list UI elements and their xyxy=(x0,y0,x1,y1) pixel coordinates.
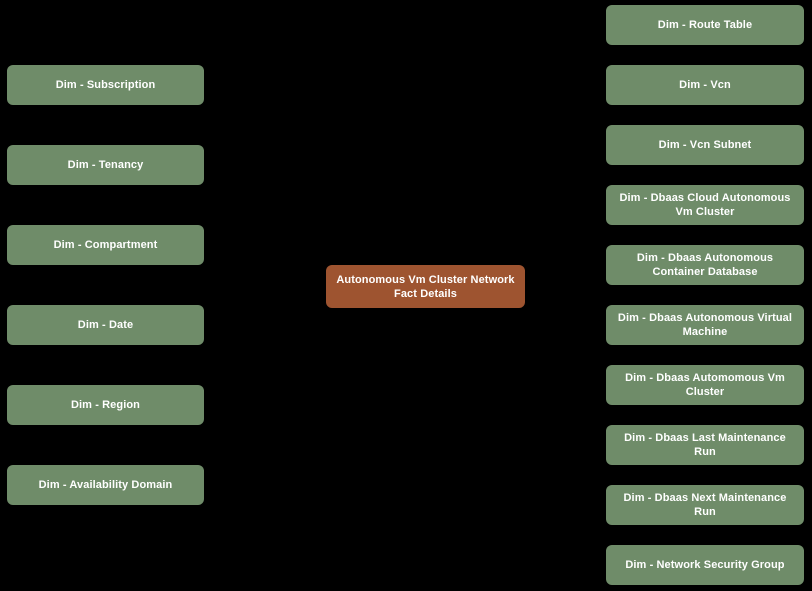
dimension-node-dim-dbaas-last-maintenance-run[interactable]: Dim - Dbaas Last Maintenance Run xyxy=(606,425,804,465)
dimension-node-dim-dbaas-next-maintenance-run[interactable]: Dim - Dbaas Next Maintenance Run xyxy=(606,485,804,525)
dimension-node-dim-availability-domain[interactable]: Dim - Availability Domain xyxy=(7,465,204,505)
dimension-node-dim-region[interactable]: Dim - Region xyxy=(7,385,204,425)
dimension-node-dim-vcn-subnet[interactable]: Dim - Vcn Subnet xyxy=(606,125,804,165)
dimension-node-dim-tenancy[interactable]: Dim - Tenancy xyxy=(7,145,204,185)
dimension-node-dim-subscription[interactable]: Dim - Subscription xyxy=(7,65,204,105)
dimension-node-dim-compartment[interactable]: Dim - Compartment xyxy=(7,225,204,265)
dimension-node-dim-vcn[interactable]: Dim - Vcn xyxy=(606,65,804,105)
dimension-node-dim-dbaas-autonomous-virtual-machine[interactable]: Dim - Dbaas Autonomous Virtual Machine xyxy=(606,305,804,345)
dimension-node-dim-dbaas-automomous-vm-cluster[interactable]: Dim - Dbaas Automomous Vm Cluster xyxy=(606,365,804,405)
center-fact-column: Autonomous Vm Cluster Network Fact Detai… xyxy=(326,0,525,591)
dimension-node-dim-dbaas-cloud-autonomous-vm-cluster[interactable]: Dim - Dbaas Cloud Autonomous Vm Cluster xyxy=(606,185,804,225)
dimension-node-dim-date[interactable]: Dim - Date xyxy=(7,305,204,345)
dimension-node-dim-dbaas-autonomous-container-database[interactable]: Dim - Dbaas Autonomous Container Databas… xyxy=(606,245,804,285)
dimension-node-dim-route-table[interactable]: Dim - Route Table xyxy=(606,5,804,45)
dimension-node-dim-network-security-group[interactable]: Dim - Network Security Group xyxy=(606,545,804,585)
fact-node-autonomous-vm-cluster-network-fact-details[interactable]: Autonomous Vm Cluster Network Fact Detai… xyxy=(326,265,525,308)
